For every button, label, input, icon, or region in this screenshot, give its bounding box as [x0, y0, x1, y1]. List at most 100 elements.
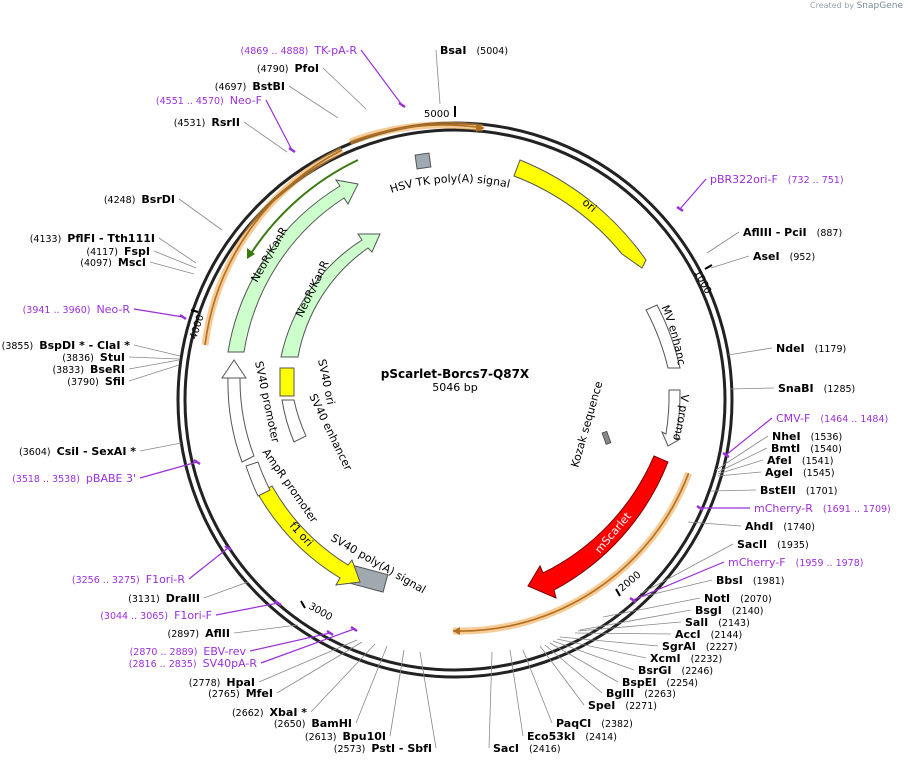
primer-label-sv40pa-r[interactable]: (2816 .. 2835)SV40pA-R [129, 657, 258, 670]
site-label-asei[interactable]: AseI(952) [753, 250, 815, 263]
feature-sv40-ori[interactable] [279, 367, 295, 397]
leader-eco53ki [509, 649, 524, 737]
site-label-bsgi[interactable]: BsgI(2140) [695, 604, 764, 617]
site-name: pBABE 3' [86, 472, 136, 485]
site-label-psti-sbfi[interactable]: (2573)PstI - SbfI [334, 742, 432, 755]
site-position: (4531) [174, 118, 206, 129]
site-label-nhei[interactable]: NheI(1536) [772, 430, 842, 443]
feature-label-cmv-promoter-text: CMV promoter [0, 0, 691, 442]
site-label-xcmi[interactable]: XcmI(2232) [650, 652, 722, 665]
primer-label-pbabe-3[interactable]: (3518 .. 3538)pBABE 3' [12, 472, 136, 485]
feature-f1-ori[interactable] [257, 485, 361, 586]
site-label-bsrdi[interactable]: (4248)BsrDI [104, 193, 175, 206]
site-label-agei[interactable]: AgeI(1545) [765, 466, 835, 479]
feature-cmv-promoter[interactable] [661, 389, 682, 447]
feature-ampr-promoter[interactable] [245, 461, 271, 497]
leader-ndei [727, 347, 773, 356]
site-label-eco53ki[interactable]: Eco53kI(2414) [527, 730, 617, 743]
site-position: (3941 .. 3960) [23, 305, 91, 316]
feature-ori[interactable] [513, 159, 647, 269]
site-label-csii-sexai[interactable]: (3604)CsiI - SexAI * [19, 445, 136, 458]
primer-label-f1ori-r[interactable]: (3256 .. 3275)F1ori-R [72, 573, 185, 586]
site-label-sacii[interactable]: SacII(1935) [737, 538, 809, 551]
site-label-ndei[interactable]: NdeI(1179) [776, 342, 846, 355]
primer-label-pbr322ori-f[interactable]: pBR322ori-F(732 .. 751) [710, 173, 844, 186]
site-position: (1464 .. 1484) [820, 414, 888, 425]
site-label-hpai[interactable]: (2778)HpaI [189, 676, 255, 689]
site-name: BspDI * - ClaI * [39, 339, 130, 352]
site-position: (2778) [189, 678, 221, 689]
site-label-sgrai[interactable]: SgrAI(2227) [662, 640, 737, 653]
site-label-bspdi-clai[interactable]: (3855)BspDI * - ClaI * [2, 339, 131, 352]
site-label-saci[interactable]: SacI(2416) [493, 742, 561, 755]
site-labels: BsaI(5004) (4869 .. 4888)TK-pA-R (4790)Pfo… [2, 44, 891, 755]
site-label-mfei[interactable]: (2765)MfeI [208, 687, 273, 700]
feature-hsv-tk-polya[interactable] [414, 152, 432, 170]
site-label-ahdi[interactable]: AhdI(1740) [745, 520, 815, 533]
site-label-afei[interactable]: AfeI(1541) [767, 454, 833, 467]
site-name: FspI [124, 245, 150, 258]
site-label-bseri[interactable]: (3833)BseRI [52, 363, 125, 376]
site-label-draiii[interactable]: (3131)DraIII [128, 592, 200, 605]
site-label-sfii[interactable]: (3790)SfiI [67, 375, 125, 388]
site-label-aflii[interactable]: (2897)AflII [168, 627, 230, 640]
site-label-bsrgi[interactable]: BsrGI(2246) [638, 664, 713, 677]
leader-bbsi [636, 579, 713, 599]
site-name: NheI [772, 430, 801, 443]
feature-neor-kanr-outer[interactable] [227, 179, 359, 353]
site-position: (2144) [711, 630, 743, 641]
site-label-stui[interactable]: (3836)StuI [62, 351, 125, 364]
site-label-bamhi[interactable]: (2650)BamHI [274, 717, 352, 730]
site-position: (2870 .. 2889) [130, 647, 198, 658]
primer-label-tk-pa-r[interactable]: (4869 .. 4888)TK-pA-R [241, 44, 358, 57]
site-position: (2897) [168, 629, 200, 640]
site-label-spei[interactable]: SpeI(2271) [588, 699, 657, 712]
feature-mscarlet[interactable] [527, 455, 669, 599]
site-label-bsteii[interactable]: BstEII(1701) [760, 484, 837, 497]
site-label-rsrii[interactable]: (4531)RsrII [174, 116, 240, 129]
site-label-bglii[interactable]: BglII(2263) [606, 687, 676, 700]
feature-neor-kanr-inner[interactable] [280, 233, 381, 358]
site-label-bsai[interactable]: BsaI(5004) [440, 44, 508, 57]
leader-rsrii [243, 121, 288, 153]
primer-label-ebv-rev[interactable]: (2870 .. 2889)EBV-rev [130, 645, 247, 658]
site-label-noti[interactable]: NotI(2070) [704, 592, 772, 605]
site-label-bbsi[interactable]: BbsI(1981) [716, 574, 785, 587]
site-position: (3256 .. 3275) [72, 575, 140, 586]
site-label-msci[interactable]: (4097)MscI [80, 256, 146, 269]
primer-label-mcherry-r[interactable]: mCherry-R(1691 .. 1709) [754, 502, 891, 515]
site-position: (3131) [128, 594, 160, 605]
site-label-bspei[interactable]: BspEI(2254) [622, 676, 698, 689]
leader-draiii [203, 581, 249, 599]
primer-label-f1ori-f[interactable]: (3044 .. 3065)F1ori-F [100, 609, 212, 622]
primer-label-neo-r[interactable]: (3941 .. 3960)Neo-R [23, 303, 131, 316]
feature-cmv-enhancer[interactable] [645, 304, 681, 369]
leader-bamhi [355, 645, 388, 724]
site-position: (4869 .. 4888) [241, 46, 309, 57]
tick-4000-mark [190, 309, 199, 313]
site-label-pfoi[interactable]: (4790)PfoI [257, 62, 319, 75]
site-label-bmti[interactable]: BmtI(1540) [771, 442, 842, 455]
feature-kozak[interactable] [601, 430, 612, 445]
site-label-bpu10i[interactable]: (2613)Bpu10I [305, 730, 386, 743]
feature-sv40-enhancer[interactable] [281, 399, 307, 443]
leader-neo-r [133, 308, 184, 318]
site-label-afliii-pcii[interactable]: AflIII - PciI(887) [743, 226, 842, 239]
leader-f1ori-f [215, 602, 279, 616]
site-label-snabi[interactable]: SnaBI(1285) [778, 382, 855, 395]
site-label-acci[interactable]: AccI(2144) [675, 628, 742, 641]
site-label-paqci[interactable]: PaqCI(2382) [556, 717, 633, 730]
primer-label-neo-f[interactable]: (4551 .. 4570)Neo-F [156, 94, 262, 107]
site-label-fspi[interactable]: (4117)FspI [86, 245, 150, 258]
leader-tk-pa-r [360, 49, 403, 106]
site-label-xbai[interactable]: (2662)XbaI * [232, 706, 307, 719]
site-name: CsiI - SexAI * [57, 445, 137, 458]
site-label-bstbi[interactable]: (4697)BstBI [215, 80, 285, 93]
primer-label-mcherry-f[interactable]: mCherry-F(1959 .. 1978) [728, 556, 863, 569]
site-label-pflfi-tth111i[interactable]: (4133)PflFI - Tth111I [30, 232, 155, 245]
site-label-sali[interactable]: SalI(2143) [685, 616, 750, 629]
site-position: (1701) [806, 486, 838, 497]
feature-sv40-promoter[interactable] [227, 377, 255, 463]
primer-label-cmv-f[interactable]: CMV-F(1464 .. 1484) [776, 412, 888, 425]
